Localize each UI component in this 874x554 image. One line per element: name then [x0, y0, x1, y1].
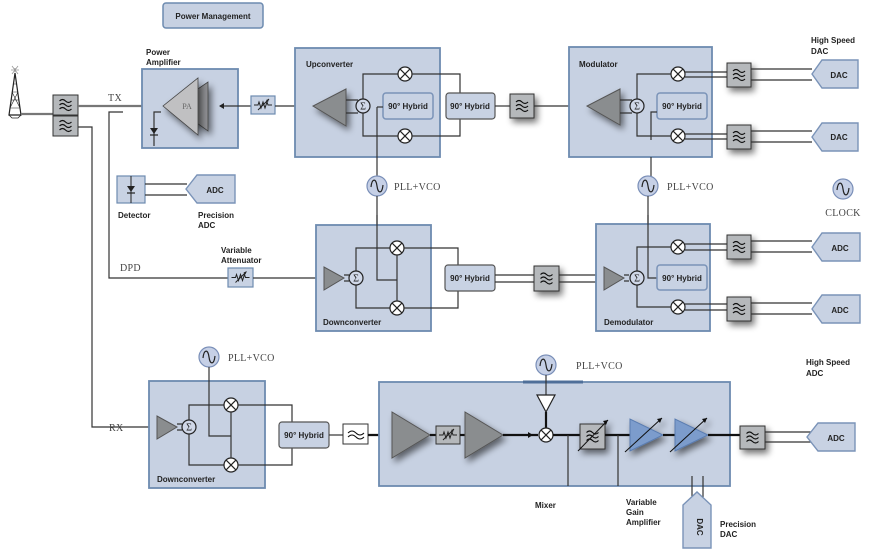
svg-text:DAC: DAC	[811, 47, 829, 56]
svg-text:High Speed: High Speed	[806, 358, 850, 367]
antenna-tower-icon	[8, 65, 22, 119]
svg-text:Upconverter: Upconverter	[306, 60, 353, 69]
svg-text:90° Hybrid: 90° Hybrid	[450, 274, 490, 283]
tx-bandpass-filter	[509, 93, 535, 119]
svg-text:ADC: ADC	[806, 369, 824, 378]
detector-block	[116, 175, 146, 204]
if-amplifier-1	[391, 411, 431, 459]
svg-text:ADC: ADC	[831, 306, 849, 315]
rx-hybrid[interactable]: 90° Hybrid	[278, 421, 330, 449]
svg-text:DAC: DAC	[720, 530, 738, 539]
svg-text:Amplifier: Amplifier	[146, 58, 181, 67]
modulator-inner-hybrid: 90° Hybrid	[656, 92, 708, 120]
high-speed-adc-q[interactable]: ADC	[811, 294, 861, 324]
dpd-wire	[108, 111, 229, 279]
high-speed-adc-i[interactable]: ADC	[811, 232, 861, 262]
adc-q-filter	[726, 296, 752, 322]
svg-text:Precision: Precision	[198, 211, 234, 220]
demodulator-inner-hybrid: 90° Hybrid	[656, 264, 708, 291]
dac-i-filter	[726, 62, 752, 88]
svg-text:90° Hybrid: 90° Hybrid	[662, 102, 702, 111]
rx-label: RX	[109, 423, 124, 434]
svg-text:Amplifier: Amplifier	[626, 518, 661, 527]
precision-dac[interactable]: DAC	[682, 491, 712, 549]
if-chain-block[interactable]	[378, 375, 731, 487]
variable-gain-amplifier-2	[669, 417, 710, 453]
svg-text:Variable: Variable	[221, 246, 252, 255]
svg-text:Gain: Gain	[626, 508, 644, 517]
pa-label: PA	[182, 102, 192, 111]
dpd-hybrid[interactable]: 90° Hybrid	[444, 264, 496, 292]
rx-lowpass-filter	[342, 423, 369, 445]
svg-text:DAC: DAC	[695, 518, 704, 536]
pll-vco-modulator: PLL+VCO	[637, 175, 714, 197]
rx-downconverter-block[interactable]: Downconverter	[148, 367, 266, 489]
svg-text:Downconverter: Downconverter	[323, 318, 381, 327]
variable-gain-amplifier-1	[624, 417, 665, 453]
demodulator-block[interactable]: 90° Hybrid Demodulator	[595, 215, 711, 332]
high-speed-adc-rx[interactable]: ADC	[806, 422, 856, 452]
svg-text:PLL+VCO: PLL+VCO	[394, 182, 441, 193]
svg-text:90° Hybrid: 90° Hybrid	[284, 431, 324, 440]
svg-text:High Speed: High Speed	[811, 36, 855, 45]
svg-text:Modulator: Modulator	[579, 60, 618, 69]
tunable-filter	[577, 419, 609, 452]
clock-oscillator: CLOCK	[825, 178, 861, 219]
dpd-filter	[533, 265, 560, 292]
if-amplifier-2	[464, 411, 504, 459]
duplexer-tx-filter	[52, 94, 79, 116]
svg-text:Power Management: Power Management	[175, 12, 250, 21]
svg-text:Power: Power	[146, 48, 170, 57]
svg-text:90° Hybrid: 90° Hybrid	[662, 274, 702, 283]
svg-text:Demodulator: Demodulator	[604, 318, 653, 327]
pll-vco-if-mixer: PLL+VCO	[535, 354, 623, 376]
modulator-block[interactable]: Modulator 90° Hybrid	[568, 46, 713, 158]
svg-text:ADC: ADC	[206, 186, 224, 195]
svg-text:PLL+VCO: PLL+VCO	[576, 361, 623, 372]
svg-text:ADC: ADC	[827, 434, 845, 443]
svg-text:CLOCK: CLOCK	[825, 208, 861, 219]
svg-text:Downconverter: Downconverter	[157, 475, 215, 484]
svg-text:PLL+VCO: PLL+VCO	[228, 353, 275, 364]
svg-text:PLL+VCO: PLL+VCO	[667, 182, 714, 193]
svg-text:ADC: ADC	[831, 244, 849, 253]
upconverter-block[interactable]: Upconverter 90° Hybrid	[294, 47, 441, 180]
pll-vco-upconverter: PLL+VCO	[366, 175, 441, 197]
power-amplifier-block[interactable]: PA	[141, 68, 239, 149]
precision-adc[interactable]: ADC	[185, 174, 236, 204]
rx-wire	[78, 126, 157, 428]
svg-text:ADC: ADC	[198, 221, 216, 230]
svg-text:Mixer: Mixer	[535, 501, 556, 510]
rx-adc-filter	[739, 425, 766, 450]
upconverter-inner-hybrid: 90° Hybrid	[382, 92, 434, 120]
svg-text:Variable: Variable	[626, 498, 657, 507]
svg-text:Precision: Precision	[720, 520, 756, 529]
svg-text:DAC: DAC	[830, 71, 848, 80]
duplexer-rx-filter	[52, 115, 79, 137]
dpd-downconverter-block[interactable]: Downconverter	[315, 215, 432, 332]
diode-icon	[150, 128, 158, 136]
dpd-label: DPD	[120, 263, 141, 274]
svg-text:90° Hybrid: 90° Hybrid	[450, 102, 490, 111]
variable-attenuator-icon	[250, 95, 276, 115]
upconverter-hybrid[interactable]: 90° Hybrid	[445, 92, 496, 120]
power-management-block[interactable]: Power Management	[162, 2, 264, 29]
adc-i-filter	[726, 234, 752, 260]
dac-q-filter	[726, 124, 752, 150]
svg-text:DAC: DAC	[830, 133, 848, 142]
dpd-variable-attenuator	[227, 267, 254, 288]
svg-text:90° Hybrid: 90° Hybrid	[388, 102, 428, 111]
svg-text:Attenuator: Attenuator	[221, 256, 261, 265]
high-speed-dac-q[interactable]: DAC	[811, 122, 859, 152]
high-speed-dac-i[interactable]: DAC	[811, 59, 859, 89]
pll-vco-rx-downconverter: PLL+VCO	[198, 346, 275, 368]
tx-label: TX	[108, 93, 122, 104]
if-variable-attenuator	[435, 425, 461, 445]
svg-text:Detector: Detector	[118, 211, 150, 220]
